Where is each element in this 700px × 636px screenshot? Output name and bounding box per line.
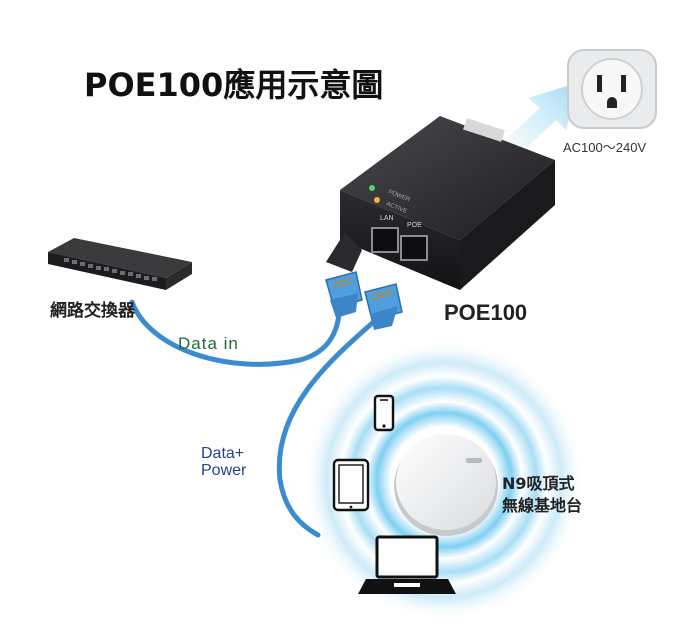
switch-icon [48, 238, 192, 290]
cable-data-power [276, 315, 381, 538]
access-point-label: N9吸頂式 無線基地台 [502, 473, 582, 517]
data-power-line1: Data+ [201, 445, 245, 462]
switch-label: 網路交換器 [50, 301, 135, 321]
arrow-icon [505, 82, 580, 152]
data-in-label: Data in [178, 334, 239, 353]
rj45-plug-icon [364, 283, 403, 330]
port-lan-label: LAN [380, 215, 394, 222]
injector-label: POE100 [444, 300, 528, 325]
outlet-icon [567, 49, 657, 129]
port-poe-label: POE [407, 222, 422, 229]
access-point-icon [394, 434, 498, 536]
access-point-line2: 無線基地台 [502, 496, 583, 515]
poe-injector-icon: LAN POE POWER ACTIVE [326, 116, 555, 290]
data-power-label: Data+ Power [201, 445, 246, 479]
data-power-line2: Power [201, 462, 247, 479]
cable-data-in [129, 297, 343, 367]
phone-icon [373, 394, 395, 432]
page-title: POE100應用示意圖 [84, 66, 384, 104]
access-point-line1: N9吸頂式 [502, 474, 575, 493]
tablet-icon [332, 458, 370, 512]
outlet-voltage-label: AC100～240V [563, 140, 647, 155]
rj45-plug-icon [325, 271, 363, 318]
laptop-icon [358, 535, 456, 594]
